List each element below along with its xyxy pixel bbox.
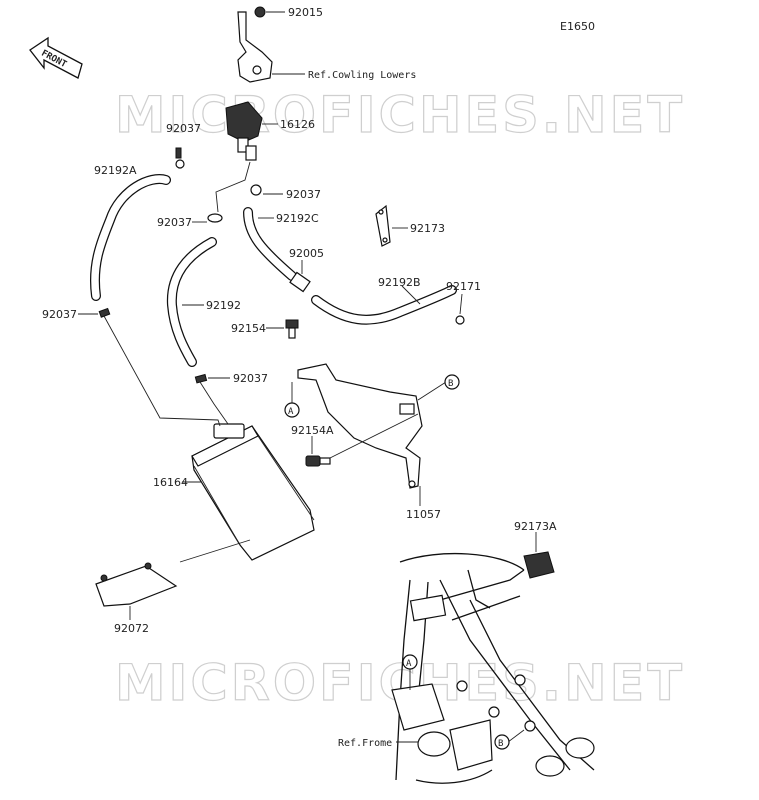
svg-text:B: B (498, 739, 503, 749)
label-92037-low: 92037 (233, 372, 268, 385)
svg-text:B: B (448, 379, 453, 389)
label-92192b: 92192B (378, 276, 421, 289)
watermark-top: MICROFICHES.NET (115, 86, 685, 144)
label-92192a: 92192A (94, 164, 137, 177)
svg-text:A: A (288, 407, 294, 417)
label-92192c: 92192C (276, 212, 319, 225)
hose-92192 (166, 237, 217, 367)
label-92173a: 92173A (514, 520, 557, 533)
svg-text:A: A (406, 659, 412, 669)
label-11057: 11057 (406, 508, 441, 521)
callout-b-upper: B (444, 374, 460, 390)
label-16126: 16126 (280, 118, 315, 131)
callout-a-lower: A (402, 654, 418, 670)
hose-92192a (90, 174, 171, 301)
frame (391, 552, 595, 784)
label-92037-mid: 92037 (157, 216, 192, 229)
bracket-11057 (297, 363, 423, 489)
clamp-right (250, 184, 262, 196)
front-arrow-icon: FRONT (29, 36, 83, 79)
label-92173: 92173 (410, 222, 445, 235)
label-92072: 92072 (114, 622, 149, 635)
clamp-left (98, 307, 111, 318)
bracket-92173 (375, 204, 391, 247)
joint-92005 (289, 271, 311, 293)
clamp-low (194, 373, 208, 384)
hose-92192c (243, 207, 297, 281)
callout-b-lower: B (494, 734, 510, 750)
hose-92192b (311, 285, 457, 325)
pad-92072 (95, 562, 178, 607)
label-92192: 92192 (206, 299, 241, 312)
clamp-top (175, 147, 185, 169)
label-16164: 16164 (153, 476, 188, 489)
bracket-92173a (523, 551, 555, 579)
label-92037-left: 92037 (42, 308, 77, 321)
label-92037-right: 92037 (286, 188, 321, 201)
bracket-top (237, 6, 273, 83)
label-92154: 92154 (231, 322, 266, 335)
diagram-code: E1650 (560, 20, 595, 33)
bolt-92154a (305, 455, 331, 467)
bolt-92154 (285, 319, 299, 339)
label-92037-top: 92037 (166, 122, 201, 135)
clip-92171 (455, 315, 465, 325)
label-92171: 92171 (446, 280, 481, 293)
label-ref-frome: Ref.Frome (338, 738, 392, 749)
label-92015: 92015 (288, 6, 323, 19)
label-92154a: 92154A (291, 424, 334, 437)
callout-a-upper: A (284, 402, 300, 418)
label-92005: 92005 (289, 247, 324, 260)
valve-16126 (225, 101, 263, 161)
canister-16164 (191, 423, 315, 561)
clamp-mid (207, 213, 223, 223)
label-ref-cowling: Ref.Cowling Lowers (308, 70, 416, 81)
